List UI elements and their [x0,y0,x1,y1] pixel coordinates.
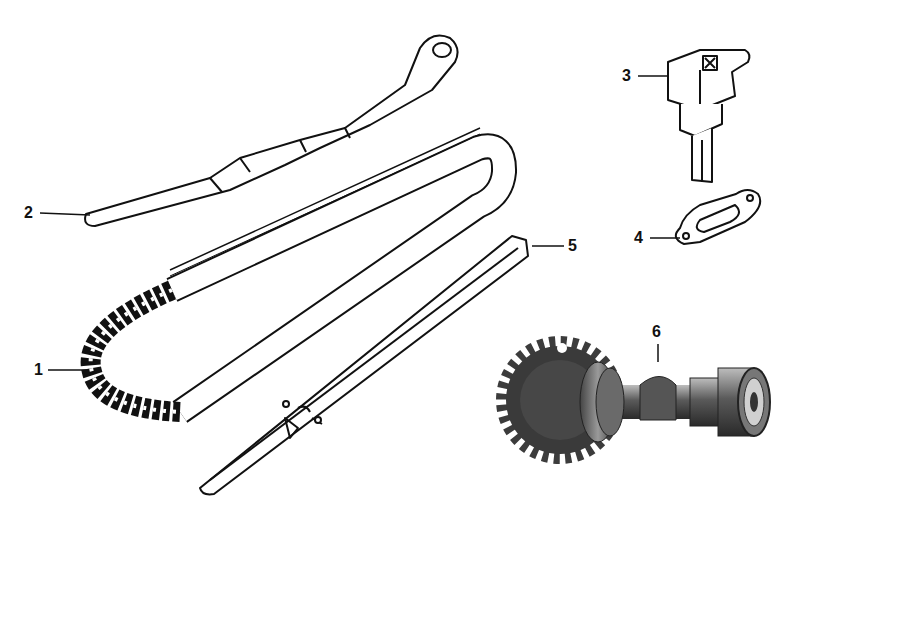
callout-number: 5 [568,237,577,255]
callout-number: 2 [24,204,33,222]
camshaft [502,342,770,458]
gasket [676,190,760,244]
chain-guide-lower [200,236,528,494]
callout-number: 4 [634,229,643,247]
cam-chain [91,128,504,412]
callout-number: 3 [622,67,631,85]
callout-number: 6 [652,323,661,341]
leader-lines [40,76,680,370]
chain-tensioner [668,50,749,182]
callout-number: 1 [34,361,43,379]
